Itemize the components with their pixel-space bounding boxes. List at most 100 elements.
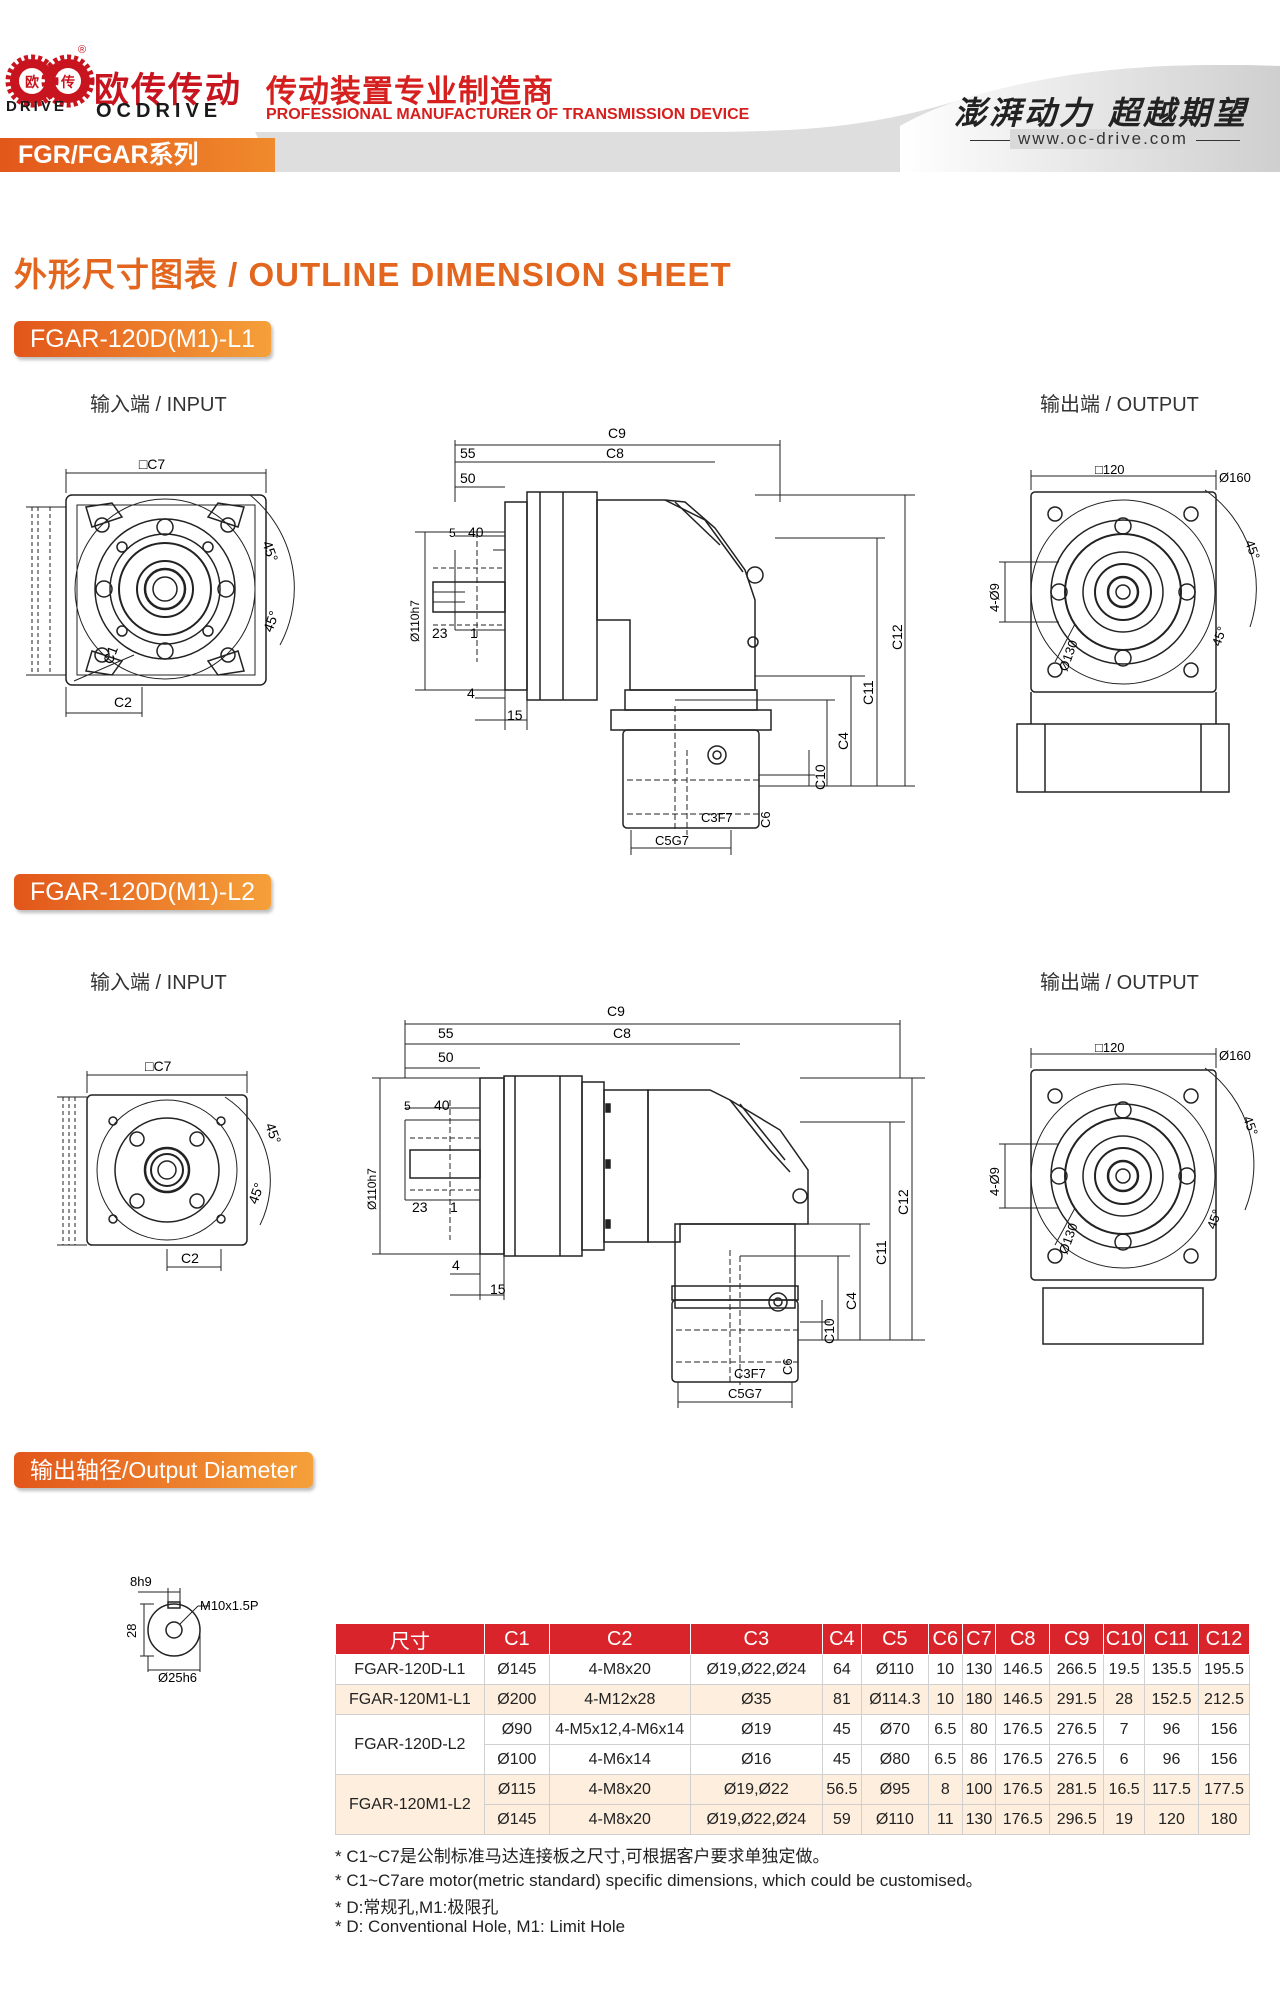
table-cell: Ø110 — [860, 1654, 930, 1685]
dim-c11: C11 — [860, 680, 876, 705]
dim-d110: Ø110h7 — [408, 600, 422, 642]
dim-55: 55 — [460, 445, 476, 461]
table-cell: 8 — [928, 1774, 963, 1805]
table-cell: 86 — [961, 1744, 997, 1775]
dim-d110-l2: Ø110h7 — [365, 1168, 379, 1210]
table-cell: Ø110 — [860, 1804, 930, 1835]
dim-d160-l2: Ø160 — [1219, 1048, 1251, 1063]
table-cell: 6.5 — [928, 1714, 963, 1745]
table-row: FGAR-120D-L2 Ø90 4-M5x12,4-M6x14 Ø19 45 … — [335, 1714, 1250, 1775]
table-cell: 81 — [822, 1684, 862, 1715]
table-header: C12 — [1198, 1623, 1250, 1655]
dim-5-l2: 5 — [404, 1099, 411, 1113]
dimension-table: 尺寸 C1 C2 C3 C4 C5 C6 C7 C8 C9 C10 C11 C1… — [335, 1623, 1250, 1835]
output-diameter-tab: 输出轴径/Output Diameter — [14, 1452, 314, 1488]
table-cell: Ø200 — [483, 1684, 550, 1715]
dim-sq120-l2: □120 — [1095, 1040, 1125, 1055]
table-row: Ø145 4-M8x20 Ø19,Ø22,Ø24 59 Ø110 11 130 … — [336, 1804, 1250, 1835]
shaft-key-dim: 8h9 — [130, 1574, 152, 1589]
series-tab: FGR/FGAR系列 — [0, 138, 275, 172]
table-cell: 80 — [961, 1714, 997, 1745]
dim-45-out-l2-b: 45° — [1204, 1207, 1225, 1231]
table-cell: 195.5 — [1198, 1654, 1250, 1685]
dim-45-l2-b: 45° — [245, 1181, 267, 1206]
table-cell: 152.5 — [1144, 1684, 1199, 1715]
table-cell: 130 — [961, 1654, 997, 1685]
table-cell: 7 — [1103, 1714, 1145, 1745]
table-cell: Ø19 — [689, 1714, 824, 1745]
dim-c5: C5G7 — [655, 833, 689, 848]
dim-45-a: 45° — [259, 539, 281, 564]
table-header: C7 — [961, 1623, 997, 1655]
table-header-row: 尺寸 C1 C2 C3 C4 C5 C6 C7 C8 C9 C10 C11 C1… — [335, 1623, 1250, 1655]
output-label-l2: 输出端 / OUTPUT — [1040, 972, 1199, 994]
dim-sq120: □120 — [1095, 462, 1125, 477]
dim-15-l2: 15 — [490, 1281, 506, 1297]
dim-holes-l2: 4-Ø9 — [987, 1167, 1002, 1196]
table-cell: Ø114.3 — [860, 1684, 930, 1715]
dim-c8-l2: C8 — [613, 1025, 631, 1041]
logo-gear-icon: 欧 传 — [5, 54, 95, 108]
tagline-cn: 传动装置专业制造商 — [266, 74, 554, 109]
table-cell: 96 — [1144, 1714, 1199, 1745]
website[interactable]: www.oc-drive.com — [1010, 129, 1196, 149]
dim-40-l2: 40 — [434, 1097, 450, 1113]
table-header: C9 — [1049, 1623, 1105, 1655]
dim-5: 5 — [449, 526, 456, 540]
table-cell: 11 — [928, 1804, 963, 1835]
dim-50: 50 — [460, 470, 476, 486]
table-cell: 19 — [1103, 1804, 1145, 1835]
table-cell: 28 — [1103, 1684, 1145, 1715]
table-header: C4 — [822, 1623, 862, 1655]
table-cell: Ø35 — [689, 1684, 824, 1715]
table-header: C1 — [483, 1623, 550, 1655]
table-cell: 266.5 — [1049, 1654, 1105, 1685]
table-cell: 6 — [1103, 1744, 1145, 1775]
table-cell-model: FGAR-120D-L2 — [335, 1714, 485, 1775]
dim-c12: C12 — [889, 624, 905, 650]
dim-d130: Ø130 — [1056, 638, 1081, 673]
dim-1: 1 — [470, 625, 478, 641]
dim-c11-l2: C11 — [873, 1240, 889, 1265]
note-4: * D: Conventional Hole, M1: Limit Hole — [335, 1917, 626, 1936]
table-cell: 291.5 — [1049, 1684, 1105, 1715]
table-cell: 4-M8x20 — [548, 1654, 691, 1685]
dim-45-out-a: 45° — [1242, 538, 1263, 562]
table-cell-model: FGAR-120M1-L2 — [335, 1774, 485, 1835]
dim-15: 15 — [507, 707, 523, 723]
table-cell: Ø19,Ø22,Ø24 — [689, 1654, 824, 1685]
table-cell: 4-M6x14 — [548, 1744, 691, 1775]
table-cell: 180 — [961, 1684, 997, 1715]
table-cell: 59 — [822, 1804, 862, 1835]
input-view-drawing-l1: □C7 45° 45° C2 C1 — [26, 456, 295, 717]
table-cell: 64 — [822, 1654, 862, 1685]
dim-c10-l2: C10 — [821, 1318, 837, 1344]
table-cell: 176.5 — [995, 1774, 1051, 1805]
dim-c10: C10 — [812, 764, 828, 790]
table-cell: Ø95 — [860, 1774, 930, 1805]
dim-45-b: 45° — [260, 609, 282, 634]
table-row: FGAR-120M1-L2 Ø115 4-M8x20 Ø19,Ø22 56.5 … — [335, 1774, 1250, 1835]
output-view-drawing-l2: □120 Ø160 45° 45° 4-Ø9 Ø130 — [987, 1040, 1261, 1345]
table-cell: 4-M8x20 — [548, 1774, 691, 1805]
table-cell: 45 — [822, 1744, 862, 1775]
table-cell: Ø16 — [689, 1744, 824, 1775]
dim-c9: C9 — [608, 425, 626, 441]
table-cell: 281.5 — [1049, 1774, 1105, 1805]
table-cell: 45 — [822, 1714, 862, 1745]
dim-c4: C4 — [835, 732, 851, 750]
note-3: * D:常规孔,M1:极限孔 — [335, 1898, 499, 1917]
model-tab-l1: FGAR-120D(M1)-L1 — [14, 321, 272, 357]
shaft-thread-dim: M10x1.5P — [200, 1598, 259, 1613]
dim-c12-l2: C12 — [895, 1189, 911, 1215]
table-cell: 276.5 — [1049, 1714, 1105, 1745]
input-label-l1: 输入端 / INPUT — [90, 394, 227, 416]
table-cell: 4-M12x28 — [548, 1684, 691, 1715]
table-cell: 16.5 — [1103, 1774, 1145, 1805]
table-cell: 146.5 — [995, 1684, 1051, 1715]
registered-mark: ® — [78, 44, 87, 56]
dim-c2: C2 — [114, 694, 132, 710]
dim-23-l2: 23 — [412, 1199, 428, 1215]
dim-55-l2: 55 — [438, 1025, 454, 1041]
table-cell: 156 — [1198, 1744, 1250, 1775]
